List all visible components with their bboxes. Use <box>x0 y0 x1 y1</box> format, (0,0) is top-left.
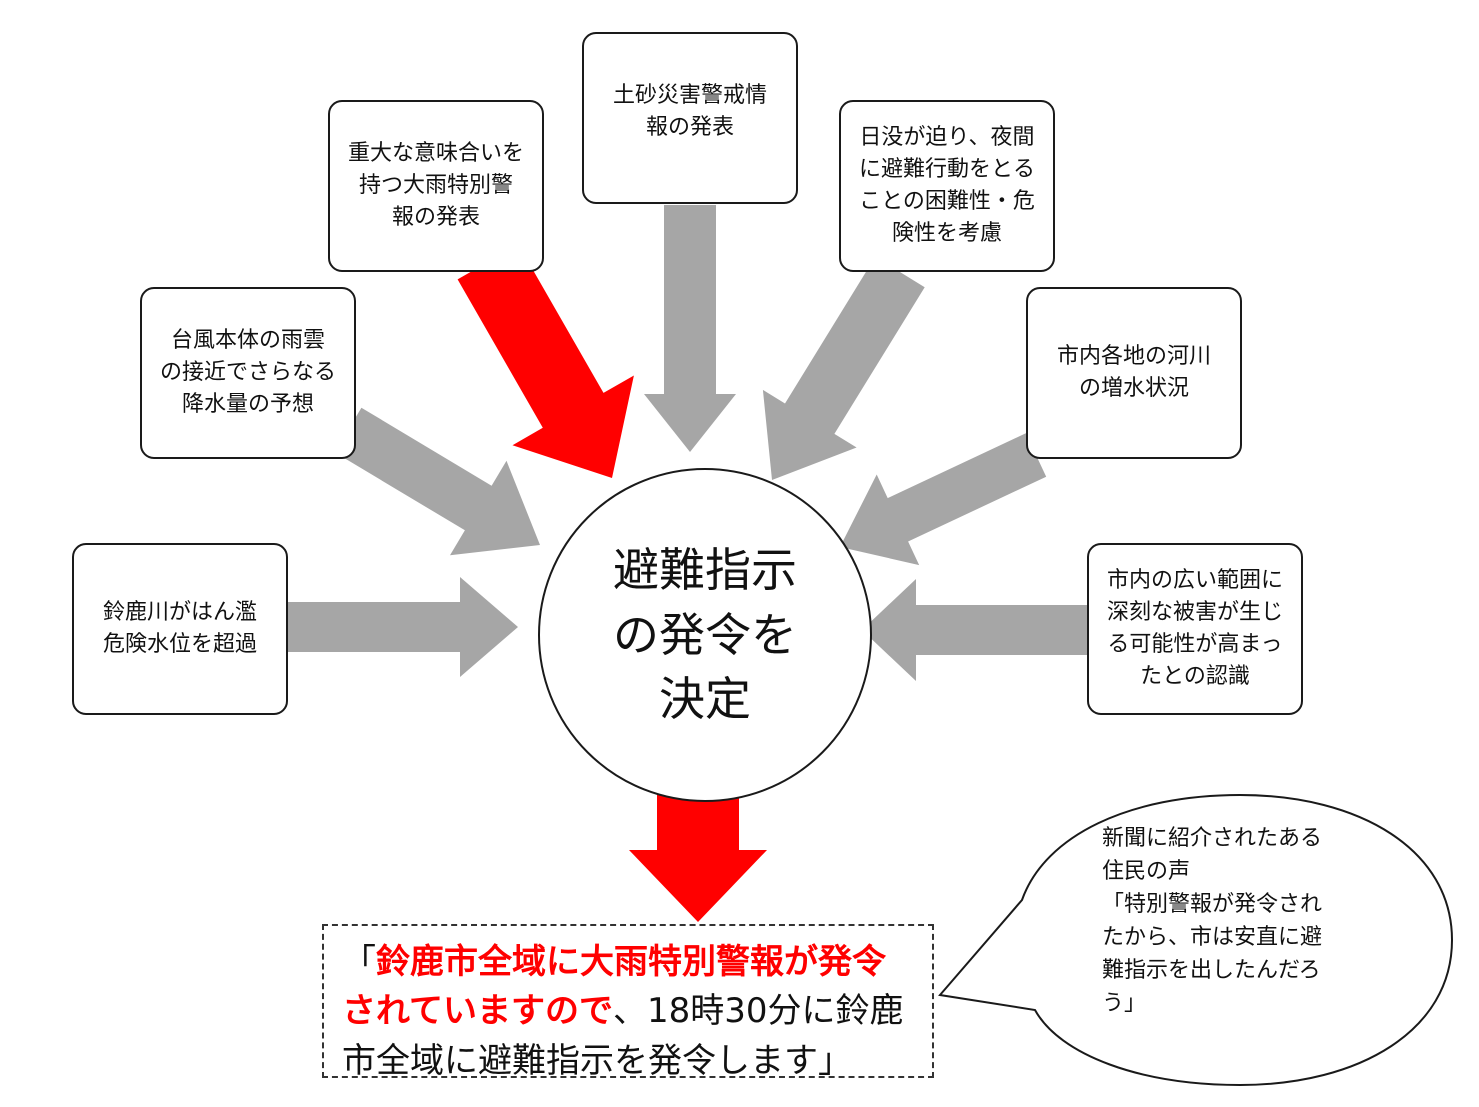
arrow-from-damage-recognition <box>862 579 1088 681</box>
factor-box-damage-recognition: 市内の広い範囲に 深刻な被害が生じ る可能性が高まっ たとの認識 <box>1087 543 1303 715</box>
announcement-open-quote: 「 <box>342 942 376 982</box>
arrow-from-suzuka-river-level <box>288 577 518 677</box>
arrow-from-landslide-warning <box>644 205 736 452</box>
factor-text: 日没が迫り、夜間 に避難行動をとる ことの困難性・危 険性を考慮 <box>858 125 1035 246</box>
factor-box-suzuka-river-level: 鈴鹿川がはん濫 危険水位を超過 <box>72 543 288 715</box>
factor-text: 市内の広い範囲に 深刻な被害が生じ る可能性が高まっ たとの認識 <box>1106 568 1283 689</box>
factor-text: 重大な意味合いを 持つ大雨特別警 報の発表 <box>347 141 524 230</box>
arrow-from-nightfall <box>762 256 925 480</box>
factor-text: 台風本体の雨雲 の接近でさらなる 降水量の予想 <box>159 328 336 417</box>
factor-box-river-rising: 市内各地の河川 の増水状況 <box>1026 287 1242 459</box>
factor-text: 市内各地の河川 の増水状況 <box>1056 344 1211 401</box>
announcement-box: 「鈴鹿市全域に大雨特別警報が発令されていますので、18時30分に鈴鹿市全域に避難… <box>322 924 934 1081</box>
arrow-to-announcement <box>629 787 767 922</box>
resident-voice-text: 新聞に紹介されたある 住民の声 「特別警報が発令され たから、市は安直に避 難指… <box>1102 826 1323 1016</box>
factor-text: 鈴鹿川がはん濫 危険水位を超過 <box>102 600 257 657</box>
decision-text: 避難指示 の発令を 決定 <box>613 543 797 727</box>
announcement-highlight: 鈴鹿市全域に大雨特別警報が発令されていますので <box>342 942 886 1032</box>
factor-text: 土砂災害警戒情 報の発表 <box>612 83 767 140</box>
arrow-from-river-rising <box>840 433 1047 566</box>
announcement-rest: 、18時30分に鈴鹿市全域に避難指示を発令します」 <box>342 991 904 1081</box>
factor-box-nightfall: 日没が迫り、夜間 に避難行動をとる ことの困難性・危 険性を考慮 <box>839 100 1055 272</box>
arrow-from-heavy-rain-special-warning <box>457 244 634 478</box>
factor-box-landslide-warning: 土砂災害警戒情 報の発表 <box>582 32 798 204</box>
arrow-from-typhoon-rainfall <box>334 407 540 556</box>
factor-box-heavy-rain-special-warning: 重大な意味合いを 持つ大雨特別警 報の発表 <box>328 100 544 272</box>
speech-bubble <box>938 793 1454 1087</box>
factor-box-typhoon-rainfall: 台風本体の雨雲 の接近でさらなる 降水量の予想 <box>140 287 356 459</box>
decision-circle: 避難指示 の発令を 決定 <box>538 468 872 802</box>
